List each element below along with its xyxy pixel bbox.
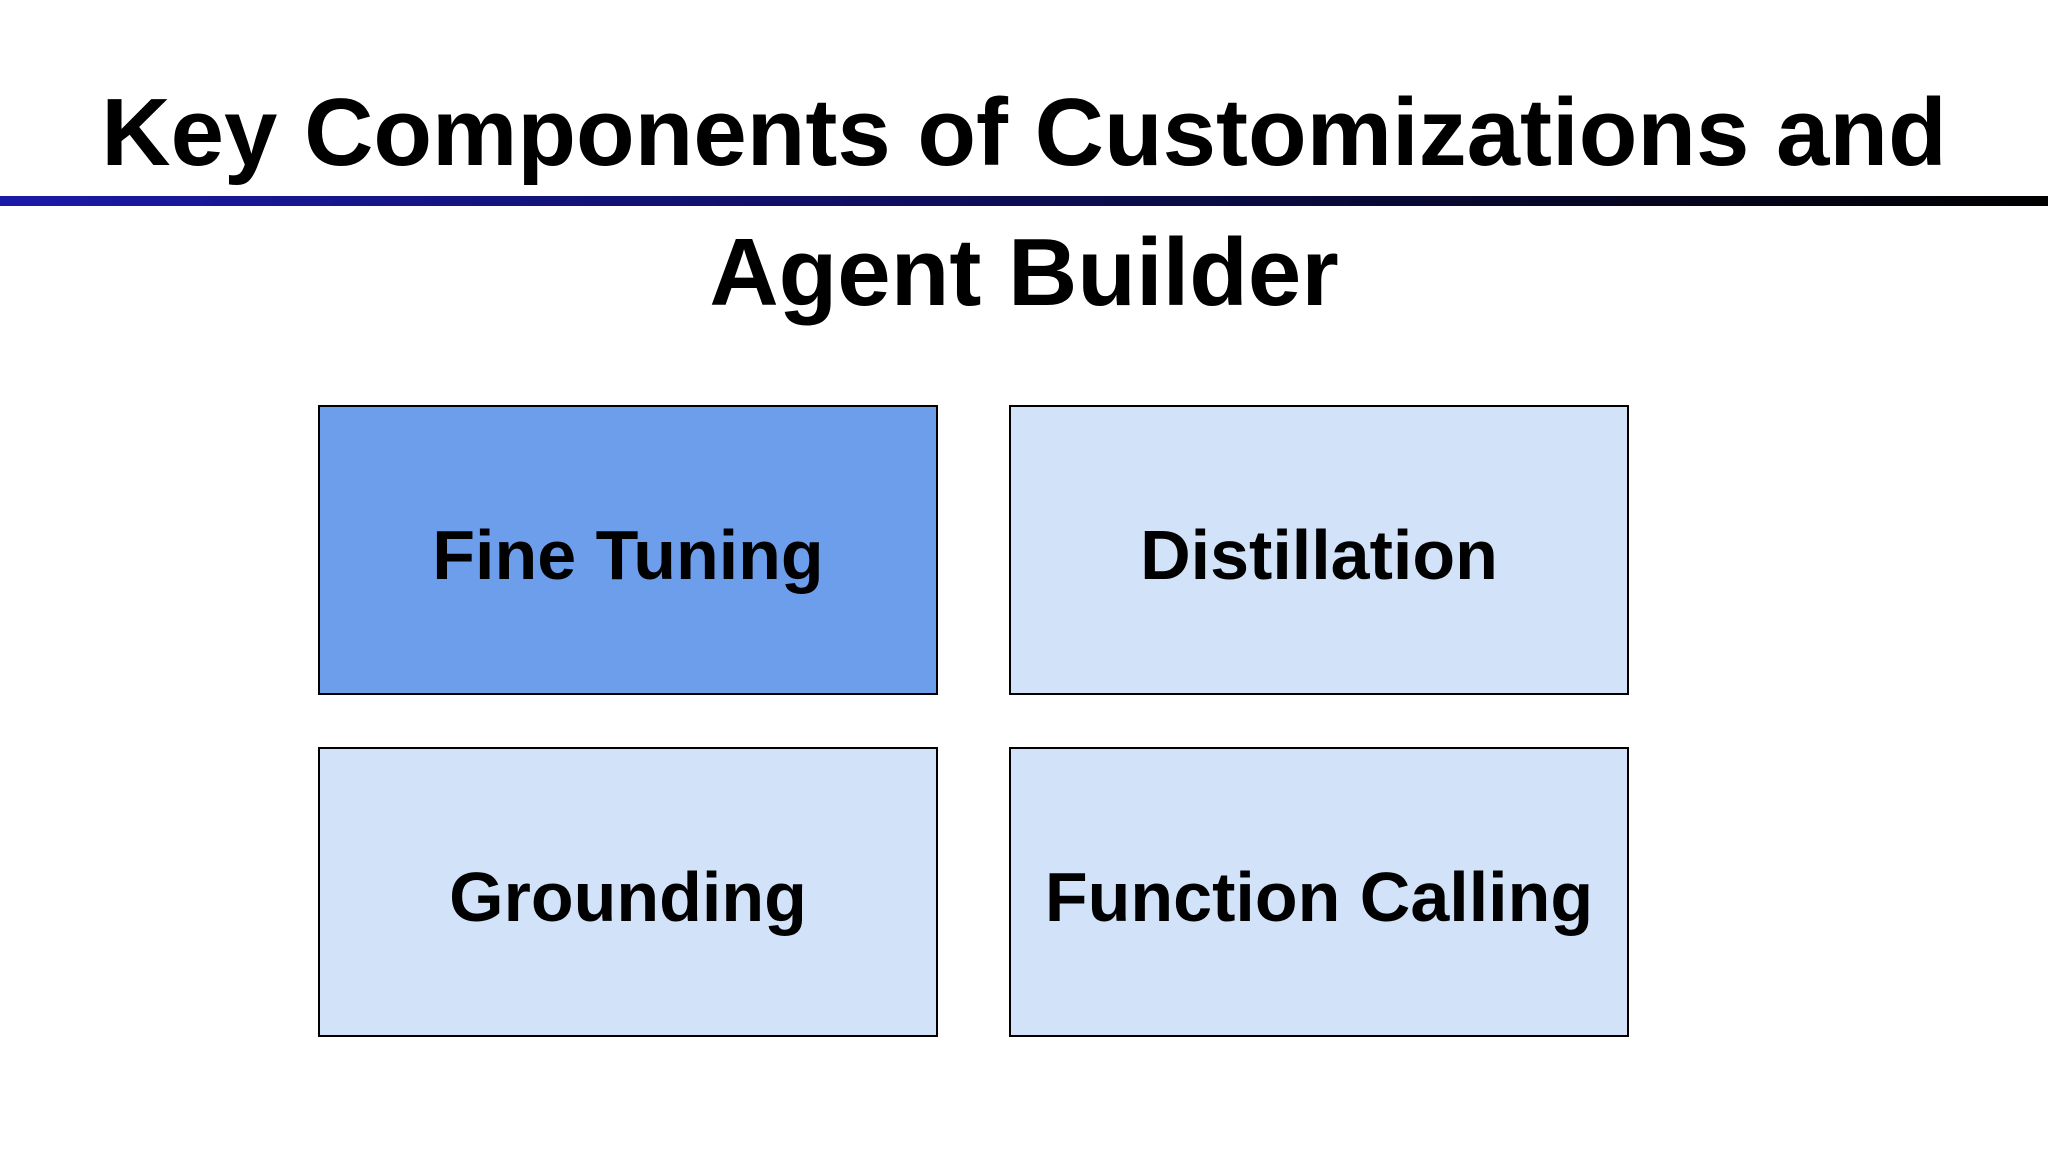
component-label: Function Calling	[1044, 858, 1594, 936]
component-box-distillation: Distillation	[1009, 405, 1629, 695]
component-label: Grounding	[449, 858, 807, 936]
component-label: Distillation	[1140, 516, 1498, 594]
title-divider-rule	[0, 196, 2048, 206]
slide-title-line-2: Agent Builder	[709, 219, 1339, 326]
component-box-function-calling: Function Calling	[1009, 747, 1629, 1037]
slide-title-line-1: Key Components of Customizations and	[101, 79, 1947, 186]
component-box-fine-tuning: Fine Tuning	[318, 405, 938, 695]
component-box-grounding: Grounding	[318, 747, 938, 1037]
component-label: Fine Tuning	[432, 516, 824, 594]
